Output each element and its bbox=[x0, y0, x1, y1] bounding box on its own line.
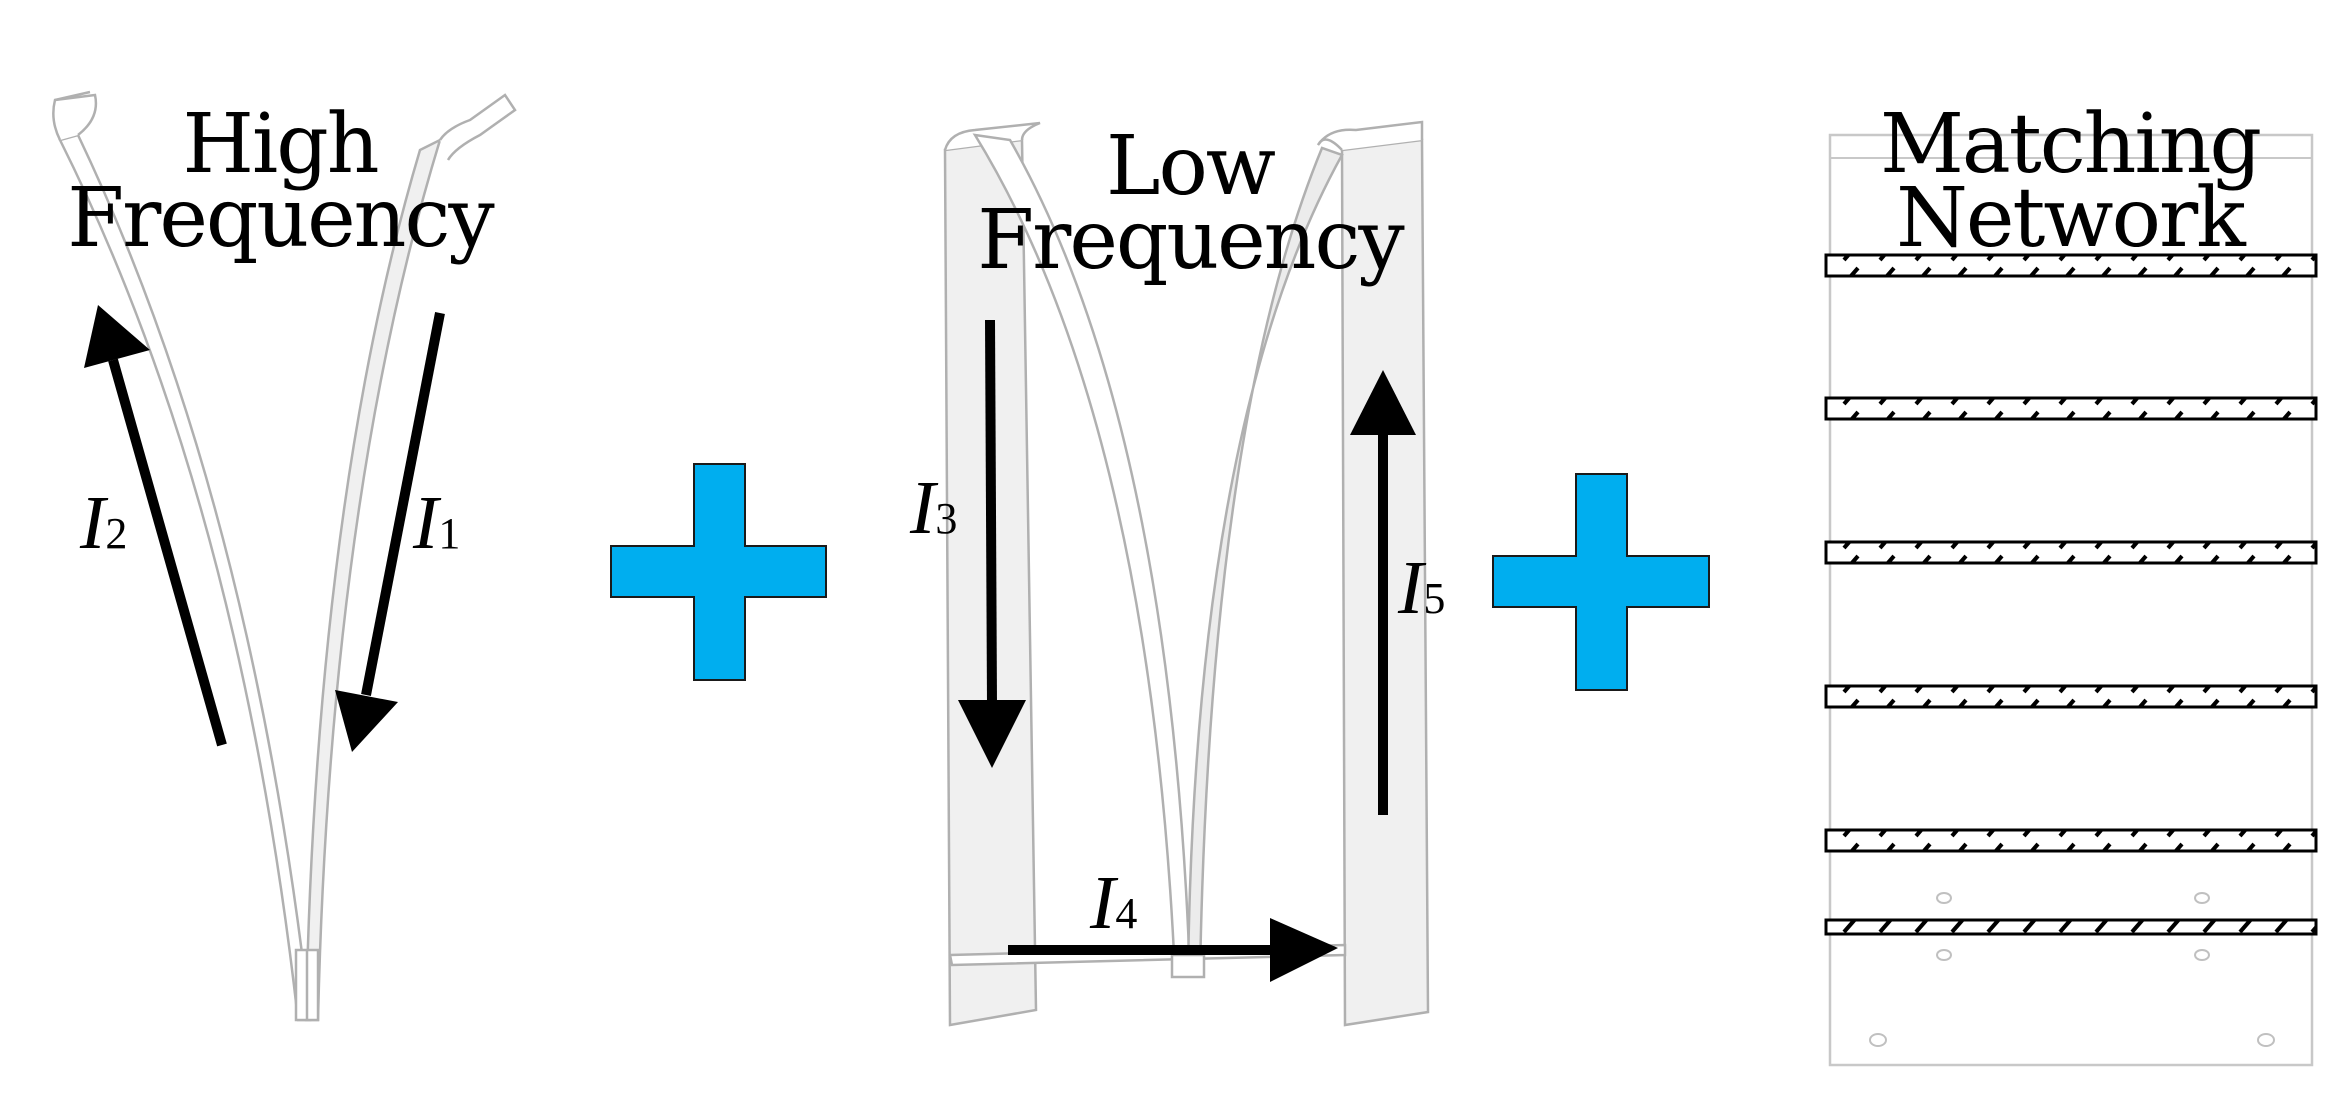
lf-title-line1: Low bbox=[1105, 119, 1276, 214]
current-i1-symbol: I bbox=[413, 481, 439, 565]
lf-current-arrows bbox=[958, 319, 1416, 982]
lf-title: Low Frequency bbox=[960, 119, 1420, 288]
mn-strips bbox=[1824, 253, 2318, 936]
current-i4-subscript: 4 bbox=[1115, 889, 1138, 938]
lf-arrowhead-i3 bbox=[958, 700, 1026, 768]
lf-arrow-i3 bbox=[985, 319, 997, 706]
lf-arrowhead-i4 bbox=[1270, 918, 1338, 982]
mn-strip-4 bbox=[1824, 684, 2318, 709]
current-i5-subscript: 5 bbox=[1423, 574, 1446, 623]
plus-sign-2 bbox=[1492, 473, 1710, 691]
current-i3-subscript: 3 bbox=[935, 494, 958, 543]
current-i2-symbol: I bbox=[80, 481, 106, 565]
hf-left-arm bbox=[58, 133, 312, 1022]
plus-sign-1 bbox=[610, 463, 827, 681]
mn-title-line2: Network bbox=[1896, 171, 2246, 266]
hf-right-arm bbox=[304, 137, 443, 1022]
current-i5-symbol: I bbox=[1398, 546, 1424, 630]
mn-strip-5 bbox=[1824, 828, 2318, 853]
current-i3-symbol: I bbox=[910, 466, 936, 550]
mn-strip-2 bbox=[1824, 396, 2318, 421]
hf-arrowhead-i1 bbox=[335, 690, 398, 752]
mn-substrate bbox=[1828, 133, 2314, 1067]
current-i4-symbol: I bbox=[1090, 861, 1116, 945]
mn-strip-6 bbox=[1824, 918, 2318, 936]
hf-arrow-i1 bbox=[361, 312, 445, 696]
current-label-i3: I3 bbox=[910, 465, 957, 552]
current-i2-subscript: 2 bbox=[105, 509, 128, 558]
lf-title-line2: Frequency bbox=[977, 193, 1405, 288]
mn-strip-1 bbox=[1824, 253, 2318, 278]
mn-strip-3 bbox=[1824, 540, 2318, 565]
mn-vias bbox=[1869, 892, 2275, 1047]
hf-title: High Frequency bbox=[50, 97, 510, 266]
lf-arrowhead-i5 bbox=[1350, 370, 1416, 435]
mn-title: Matching Network bbox=[1840, 97, 2300, 266]
high-frequency-antenna bbox=[52, 90, 517, 1022]
hf-current-arrows bbox=[84, 305, 445, 752]
hf-title-line2: Frequency bbox=[67, 171, 495, 266]
current-label-i1: I1 bbox=[413, 480, 460, 567]
current-label-i4: I4 bbox=[1090, 860, 1137, 947]
hf-arrowhead-i2 bbox=[84, 305, 150, 368]
mn-title-line1: Matching bbox=[1879, 97, 2262, 192]
hf-title-line1: High bbox=[182, 97, 379, 192]
hf-arrow-i2 bbox=[108, 358, 227, 747]
current-label-i5: I5 bbox=[1398, 545, 1445, 632]
current-label-i2: I2 bbox=[80, 480, 127, 567]
matching-network-board bbox=[1824, 133, 2318, 1067]
current-i1-subscript: 1 bbox=[438, 509, 461, 558]
